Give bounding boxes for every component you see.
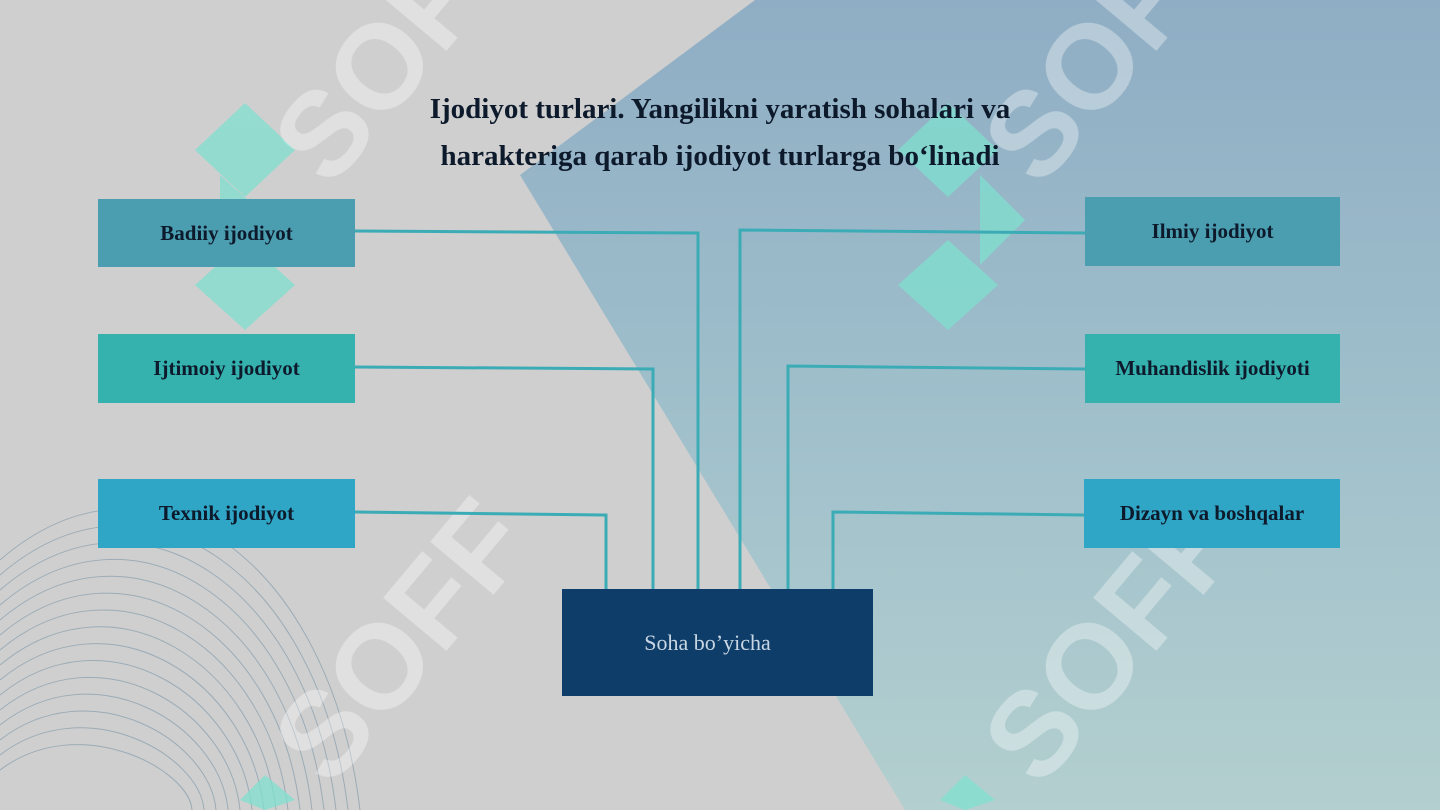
category-label-ilmiy: Ilmiy ijodiyot xyxy=(1151,219,1274,243)
connector-texnik xyxy=(354,510,608,589)
title-line-2: harakteriga qarab ijodiyot turlarga bo‘l… xyxy=(440,140,1000,172)
category-label-texnik: Texnik ijodiyot xyxy=(158,501,295,525)
category-label-ijtimoiy: Ijtimoiy ijodiyot xyxy=(153,356,300,380)
category-label-dizayn: Dizayn va boshqalar xyxy=(1119,501,1305,525)
connector-lines xyxy=(354,228,1086,589)
connector-badiiy xyxy=(354,229,700,589)
category-box-ilmiy: Ilmiy ijodiyot xyxy=(1085,197,1340,266)
category-label-badiiy: Badiiy ijodiyot xyxy=(160,220,293,245)
connector-muhandislik xyxy=(786,364,1086,589)
center-label: Soha bo’yicha xyxy=(644,629,771,655)
connector-dizayn xyxy=(831,510,1085,589)
swirl-lines-decoration xyxy=(0,508,361,810)
category-box-texnik: Texnik ijodiyot xyxy=(98,479,355,548)
category-box-muhandislik: Muhandislik ijodiyoti xyxy=(1085,334,1340,403)
center-box-soha: Soha bo’yicha xyxy=(562,589,873,696)
slide-title: Ijodiyot turlari. Yangilikni yaratish so… xyxy=(320,86,1120,180)
category-label-muhandislik: Muhandislik ijodiyoti xyxy=(1115,356,1310,380)
connector-ijtimoiy xyxy=(354,365,655,589)
category-box-badiiy: Badiiy ijodiyot xyxy=(98,199,355,267)
category-box-dizayn: Dizayn va boshqalar xyxy=(1084,479,1340,548)
title-line-1: Ijodiyot turlari. Yangilikni yaratish so… xyxy=(429,93,1011,125)
connector-ilmiy xyxy=(738,228,1086,589)
category-box-ijtimoiy: Ijtimoiy ijodiyot xyxy=(98,334,355,403)
